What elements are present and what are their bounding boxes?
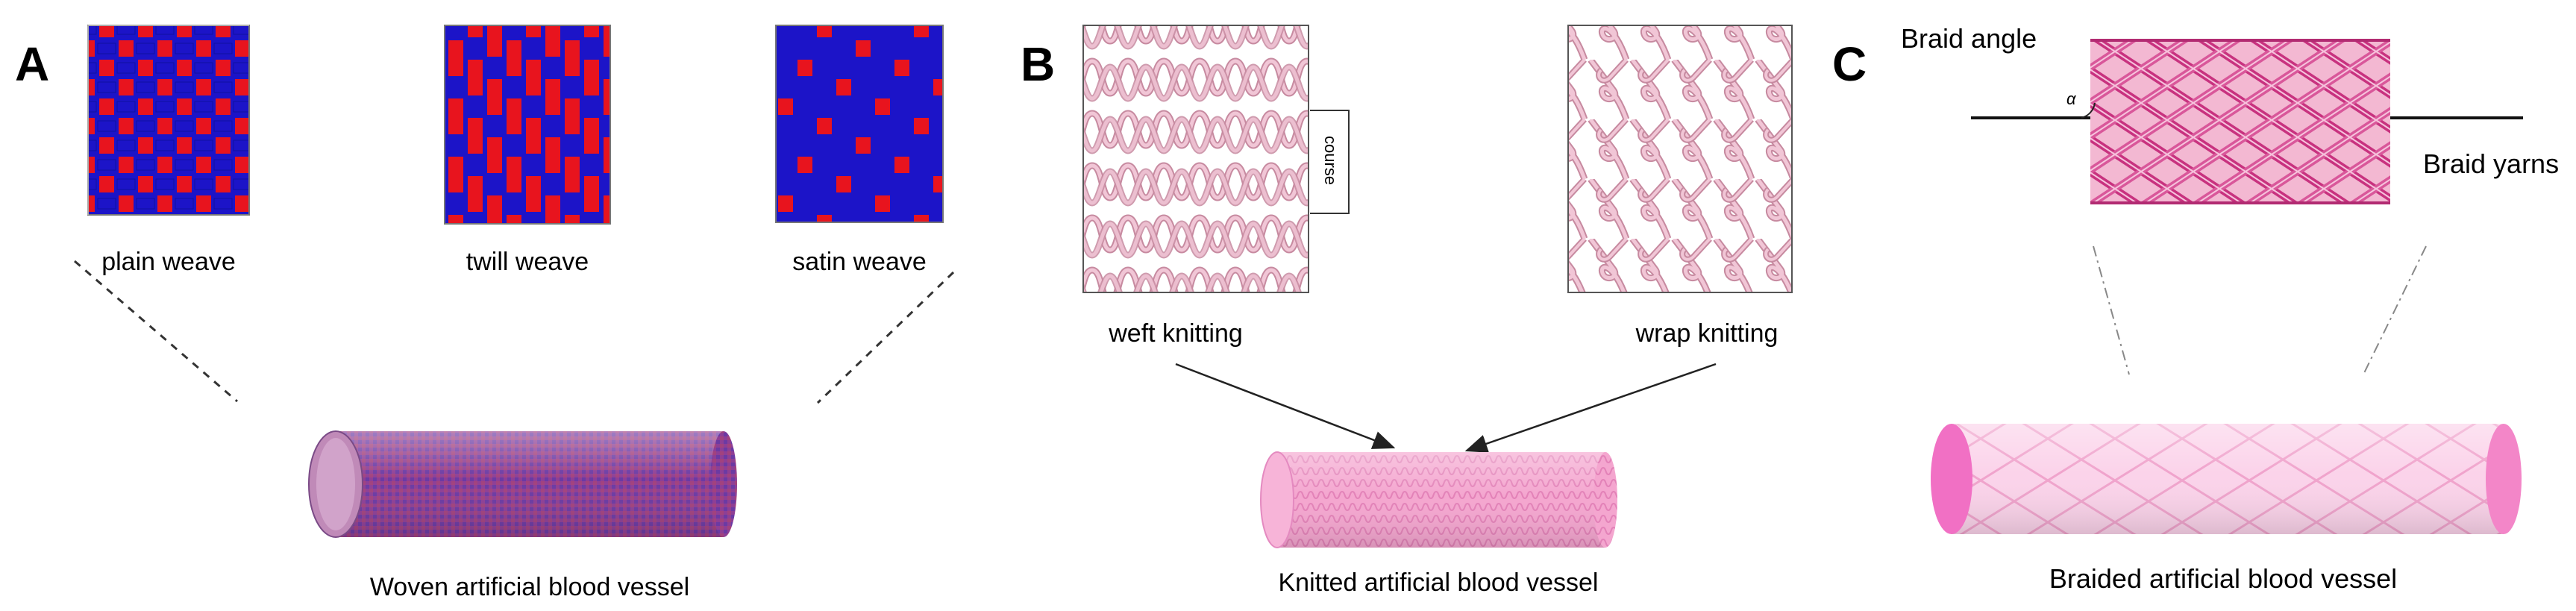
zoom-line-left xyxy=(74,260,238,403)
satin-weave-swatch xyxy=(775,25,944,223)
alpha-label: α xyxy=(2066,90,2077,108)
braid-yarns-label: Braid yarns xyxy=(2423,148,2559,179)
arrow-warp xyxy=(1464,363,1717,453)
plain-weave-swatch xyxy=(87,25,250,216)
panel-c: C Braid angle α Braid yarns Braided arti… xyxy=(1832,23,2559,594)
woven-vessel-label: Woven artificial blood vessel xyxy=(370,573,689,601)
warp-knitting-diagram xyxy=(1567,25,1793,293)
braided-vessel-label: Braided artificial blood vessel xyxy=(2049,563,2397,594)
course-bracket xyxy=(1310,110,1350,214)
braid-diagram xyxy=(2090,39,2390,204)
braided-vessel-illustration xyxy=(1931,424,2522,534)
course-label: course xyxy=(1321,136,1340,185)
twill-weave-label: twill weave xyxy=(466,248,589,276)
plain-weave-label: plain weave xyxy=(101,248,236,276)
zoom-line-c-right xyxy=(2363,245,2427,375)
braid-angle-arc xyxy=(2081,102,2096,119)
woven-vessel-illustration xyxy=(308,430,737,538)
panel-b-letter: B xyxy=(1021,37,1055,91)
panel-a: A plain weave twill weave satin weave Wo… xyxy=(15,25,955,601)
twill-weave-swatch xyxy=(444,25,611,225)
warp-knitting-label: wrap knitting xyxy=(1635,319,1779,348)
weft-knitting-diagram xyxy=(1082,25,1309,293)
braid-angle-label: Braid angle xyxy=(1901,23,2037,54)
zoom-line-right xyxy=(816,271,955,404)
knitted-vessel-illustration xyxy=(1260,451,1617,548)
arrow-weft xyxy=(1175,363,1396,449)
panel-c-letter: C xyxy=(1832,37,1867,91)
satin-weave-label: satin weave xyxy=(792,248,927,276)
panel-a-letter: A xyxy=(15,37,49,91)
knitted-vessel-label: Knitted artificial blood vessel xyxy=(1278,568,1598,597)
weft-knitting-label: weft knitting xyxy=(1108,319,1243,348)
panel-b: B course weft knitting wrap knitting Kni… xyxy=(1021,25,1793,597)
zoom-line-c-left xyxy=(2093,245,2130,375)
